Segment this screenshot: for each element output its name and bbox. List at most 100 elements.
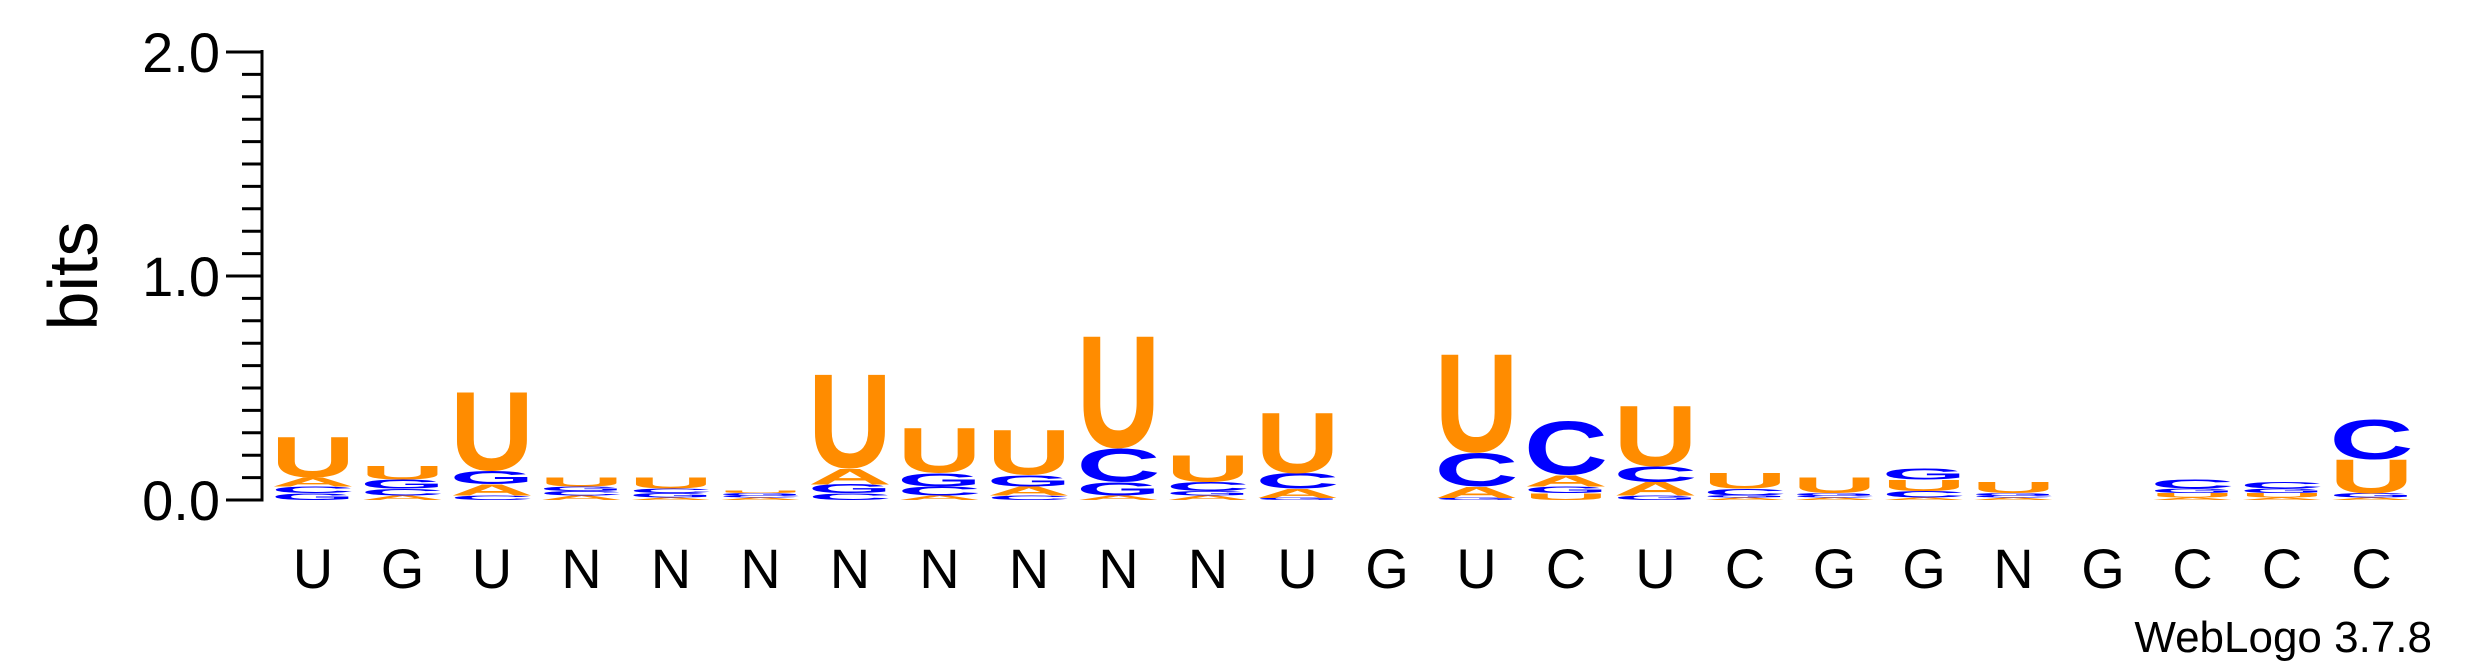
logo-letter-C: C <box>629 488 713 495</box>
x-tick-label: C <box>2262 537 2302 600</box>
logo-letter-A: A <box>987 484 1071 498</box>
logo-letter-U: U <box>629 474 713 492</box>
x-tick-label: N <box>1009 537 1049 600</box>
logo-letter-U: U <box>2330 449 2414 503</box>
logo-letter-A: A <box>898 494 982 501</box>
logo-letter-G: G <box>2151 488 2235 495</box>
logo-letter-A: A <box>719 497 803 501</box>
x-tick-label: U <box>1635 537 1675 600</box>
logo-letter-A: A <box>1882 497 1966 501</box>
logo-letter-A: A <box>1435 483 1519 501</box>
logo-letter-G: G <box>1703 495 1787 499</box>
logo-letter-A: A <box>1077 494 1161 501</box>
logo-letter-C: C <box>808 491 892 502</box>
logo-letter-G: G <box>898 470 982 491</box>
logo-letter-U: U <box>1435 325 1519 482</box>
logo-letter-A: A <box>629 497 713 501</box>
logo-letter-G: G <box>987 472 1071 490</box>
logo-letter-C: C <box>2151 477 2235 491</box>
x-tick-label: U <box>293 537 333 600</box>
x-tick-label: N <box>651 537 691 600</box>
logo-letter-U: U <box>987 417 1071 489</box>
logo-letter-G: G <box>1166 490 1250 497</box>
logo-letter-C: C <box>1077 439 1161 492</box>
logo-letter-A: A <box>1166 494 1250 501</box>
x-tick-label: G <box>1813 537 1857 600</box>
logo-letter-C: C <box>450 494 534 501</box>
y-tick-label: 0.0 <box>142 469 220 532</box>
logo-letter-A: A <box>1703 497 1787 501</box>
logo-letter-G: G <box>361 477 445 491</box>
logo-letter-A: A <box>271 475 355 489</box>
x-tick-label: C <box>2351 537 2391 600</box>
logo-letter-C: C <box>2330 408 2414 471</box>
logo-letter-G: G <box>1435 497 1519 501</box>
logo-letter-A: A <box>450 481 534 499</box>
logo-letter-C: C <box>987 494 1071 501</box>
x-tick-label: C <box>2172 537 2212 600</box>
logo-letter-G: G <box>540 485 624 492</box>
logo-letter-G: G <box>1614 494 1698 501</box>
logo-letter-C: C <box>2240 480 2324 491</box>
logo-letter-G: G <box>629 492 713 499</box>
logo-letter-A: A <box>540 494 624 501</box>
logo-letter-U: U <box>1077 302 1161 482</box>
logo-letter-U: U <box>540 475 624 489</box>
logo-letter-C: C <box>1524 406 1608 491</box>
logo-letter-G: G <box>1793 493 1877 497</box>
weblogo-credit: WebLogo 3.7.8 <box>2134 613 2432 662</box>
logo-letter-U: U <box>719 490 803 494</box>
x-tick-label: N <box>1098 537 1138 600</box>
logo-letter-U: U <box>898 415 982 487</box>
y-tick-label: 2.0 <box>142 21 220 84</box>
logo-letter-U: U <box>450 370 534 495</box>
logo-letter-U: U <box>2240 492 2324 499</box>
x-tick-label: N <box>830 537 870 600</box>
logo-letter-C: C <box>1703 487 1787 498</box>
logo-letter-U: U <box>1524 491 1608 502</box>
logo-letter-U: U <box>1256 394 1340 491</box>
x-tick-label: N <box>919 537 959 600</box>
logo-letter-C: C <box>1972 495 2056 498</box>
logo-letter-G: G <box>2330 492 2414 499</box>
x-tick-label: G <box>1902 537 1946 600</box>
logo-letter-G: G <box>1882 466 1966 484</box>
x-tick-label: U <box>1456 537 1496 600</box>
logo-letter-U: U <box>1972 479 2056 497</box>
logo-letter-U: U <box>1166 448 1250 491</box>
x-tick-label: C <box>1725 537 1765 600</box>
x-tick-label: U <box>472 537 512 600</box>
logo-letter-C: C <box>540 490 624 497</box>
logo-letter-U: U <box>2151 492 2235 499</box>
logo-letter-G: G <box>450 467 534 488</box>
logo-letter-G: G <box>1972 493 2056 497</box>
logo-letter-A: A <box>1256 486 1340 500</box>
x-tick-label: G <box>381 537 425 600</box>
logo-letter-G: G <box>719 493 803 497</box>
logo-letter-U: U <box>271 426 355 490</box>
logo-letter-U: U <box>1793 473 1877 498</box>
x-tick-label: U <box>1277 537 1317 600</box>
logo-letter-A: A <box>361 494 445 501</box>
logo-letter-U: U <box>361 462 445 483</box>
x-tick-label: N <box>1993 537 2033 600</box>
logo-letter-A: A <box>2151 497 2235 501</box>
x-tick-label: G <box>1365 537 1409 600</box>
